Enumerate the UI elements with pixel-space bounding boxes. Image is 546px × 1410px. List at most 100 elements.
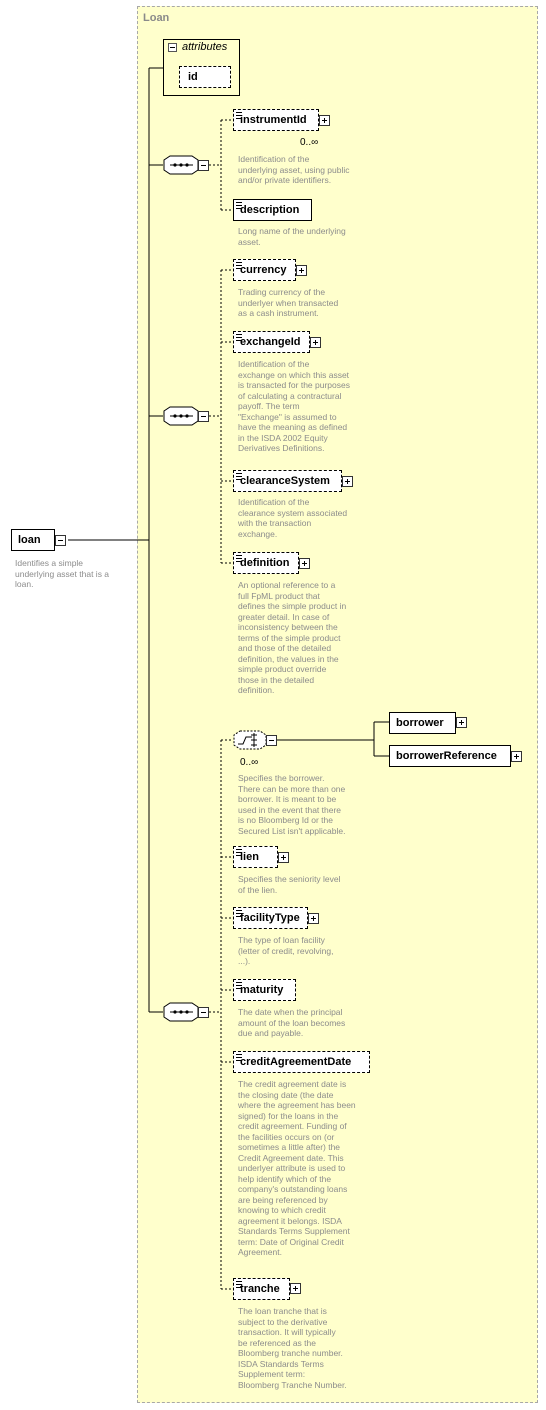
description-line: the closing date (the date [238,1089,334,1100]
element-exchangeId[interactable]: exchangeId [233,331,310,353]
element-description[interactable]: description [233,199,312,221]
description-line: is no Bloomberg Id or the [238,815,333,825]
collapse-sequence-3-icon[interactable] [198,1007,209,1018]
element-maturity[interactable]: maturity [233,979,296,1001]
description-line: "Exchange" is assumed to [238,411,337,422]
element-borrower[interactable]: borrower [389,712,456,734]
description-line: Derivatives Definitions. [238,443,325,453]
description-line: underlyer when transacted [238,297,339,308]
description-line: due and payable. [238,1028,304,1038]
description-line: used in the event that there [238,804,342,815]
element-currency[interactable]: currency [233,259,296,281]
element-definition[interactable]: definition [233,552,299,574]
expand-definition-icon[interactable] [299,558,310,569]
choice-compositor [233,730,267,750]
description-line: greater detail. In case of [238,611,330,622]
description-line: exchange on which this asset [238,369,350,380]
description-line: Identification of the [238,497,310,507]
description-line: the facilities occurs on (or [238,1131,335,1142]
collapse-root-icon[interactable] [55,535,66,546]
description-line: Supplement term: [238,1369,306,1379]
description-line: Bloomberg tranche number. [238,1348,343,1358]
description-line: term: Date of Original Credit [238,1236,344,1247]
description-line: company's outstanding loans [238,1184,348,1194]
collapse-sequence-2-icon[interactable] [198,411,209,422]
description-line: payoff. The term [238,401,300,411]
description-line: exchange. [238,528,278,539]
sequence-compositor-2 [163,406,199,426]
description-line: underlying asset, using public [238,164,350,175]
description-line: agreement it belongs. ISDA [238,1215,342,1226]
loan-group-box [137,6,538,1403]
description-line: Bloomberg Tranche Number. [238,1379,347,1390]
element-lien[interactable]: lien [233,846,278,868]
element-borrowerReference[interactable]: borrowerReference [389,745,511,767]
description-line: help identify which of the [238,1173,332,1184]
expand-currency-icon[interactable] [296,265,307,276]
description-line: with the transaction [238,518,312,528]
element-creditAgreementDate[interactable]: creditAgreementDate [233,1051,370,1073]
description-line: those in the detailed [238,674,315,685]
description-line: knowing to which credit [238,1205,326,1215]
description-line: full FpML product that [238,590,320,601]
collapse-attributes-icon[interactable] [168,43,177,52]
description-line: definition, the values in the [238,653,339,664]
attribute-id[interactable]: id [179,66,231,88]
expand-exchangeId-icon[interactable] [310,337,321,348]
description-line: Identification of the [238,154,310,164]
description-line: and those of the detailed [238,643,332,653]
expand-borrower-icon[interactable] [456,717,467,728]
description-line: Specifies the borrower. [238,773,325,783]
description-line: as a cash instrument. [238,308,319,318]
description-line: Specifies the seniority level [238,874,341,884]
description-line: subject to the derivative [238,1316,328,1327]
description-line: Standards Terms Supplement [238,1226,350,1236]
description-line: is transacted for the purposes [238,380,350,390]
description-line: terms of the simple product [238,632,341,643]
collapse-choice-icon[interactable] [266,735,277,746]
description-line: where the agreement has been [238,1100,356,1110]
element-tranche[interactable]: tranche [233,1278,290,1300]
description-line: signed) for the loans in the [238,1110,339,1121]
description-line: The credit agreement date is [238,1079,347,1089]
expand-instrumentId-icon[interactable] [319,115,330,126]
description-line: of the lien. [238,884,278,895]
description-line: be referenced as the [238,1337,316,1348]
description-line: of calculating a contractural [238,390,342,401]
root-element-loan[interactable]: loan [11,529,55,551]
collapse-sequence-1-icon[interactable] [198,160,209,171]
expand-facilityType-icon[interactable] [308,913,319,924]
element-instrumentId[interactable]: instrumentId [233,109,319,131]
description-line: Identifies a simple [15,558,84,568]
expand-clearanceSystem-icon[interactable] [342,476,353,487]
sequence-compositor-1 [163,155,199,175]
description-line: underlying asset that is a [15,568,110,579]
element-clearanceSystem[interactable]: clearanceSystem [233,470,342,492]
description-line: have the meaning as defined [238,422,348,432]
description-line: loan. [15,579,34,589]
description-line: An optional reference to a [238,580,336,590]
description-line: clearance system associated [238,507,348,518]
expand-tranche-icon[interactable] [290,1283,301,1294]
description-line: The date when the principal [238,1007,343,1017]
element-facilityType[interactable]: facilityType [233,907,308,929]
description-line: There can be more than one [238,783,346,794]
description-line: in the ISDA 2002 Equity [238,432,328,443]
expand-borrowerReference-icon[interactable] [511,751,522,762]
description-line: definition. [238,685,275,695]
description-line: Trading currency of the [238,287,326,297]
description-line: Long name of the underlying [238,226,346,236]
description-line: Identification of the [238,359,310,369]
description-line: and/or private identifiers. [238,175,332,185]
expand-lien-icon[interactable] [278,852,289,863]
description-line: defines the simple product in [238,601,347,611]
